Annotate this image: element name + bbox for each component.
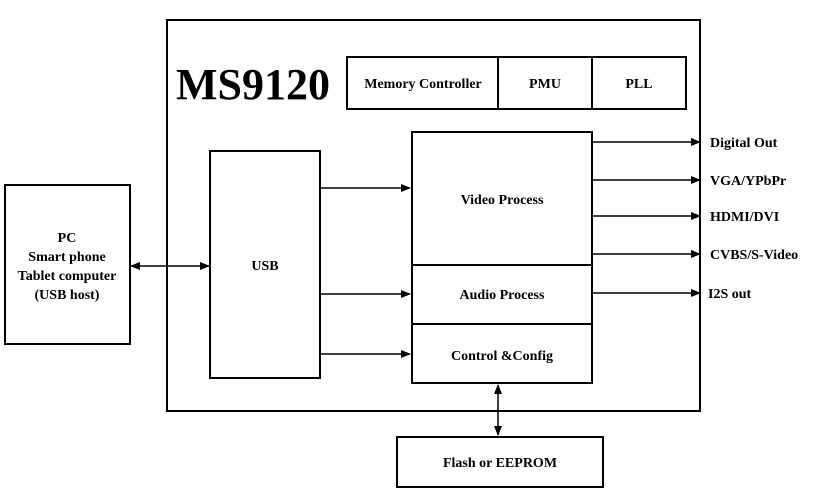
pmu-label: PMU: [529, 77, 561, 92]
output-label-digital-out: Digital Out: [710, 136, 778, 151]
output-label-cvbs: CVBS/S-Video: [710, 248, 798, 263]
flash-label: Flash or EEPROM: [443, 456, 557, 471]
process-column: [411, 131, 593, 384]
pll-label: PLL: [625, 77, 652, 92]
flash-box: [396, 436, 604, 488]
output-label-i2s: I2S out: [708, 287, 752, 302]
usb-block: [209, 150, 321, 379]
usb-label: USB: [251, 259, 278, 274]
memory-controller-label: Memory Controller: [364, 77, 482, 92]
host-line-4: (USB host): [35, 288, 100, 303]
audio-process-label: Audio Process: [460, 288, 545, 303]
host-line-1: PC: [58, 231, 77, 246]
host-line-3: Tablet computer: [18, 269, 117, 284]
output-label-hdmi: HDMI/DVI: [710, 210, 779, 225]
control-config-label: Control &Config: [451, 349, 553, 364]
host-line-2: Smart phone: [28, 250, 105, 265]
video-process-label: Video Process: [461, 193, 544, 208]
output-label-vga: VGA/YPbPr: [710, 174, 786, 189]
top-blocks-frame: [346, 56, 687, 110]
chip-title: MS9120: [176, 60, 330, 109]
host-box: [4, 184, 131, 345]
